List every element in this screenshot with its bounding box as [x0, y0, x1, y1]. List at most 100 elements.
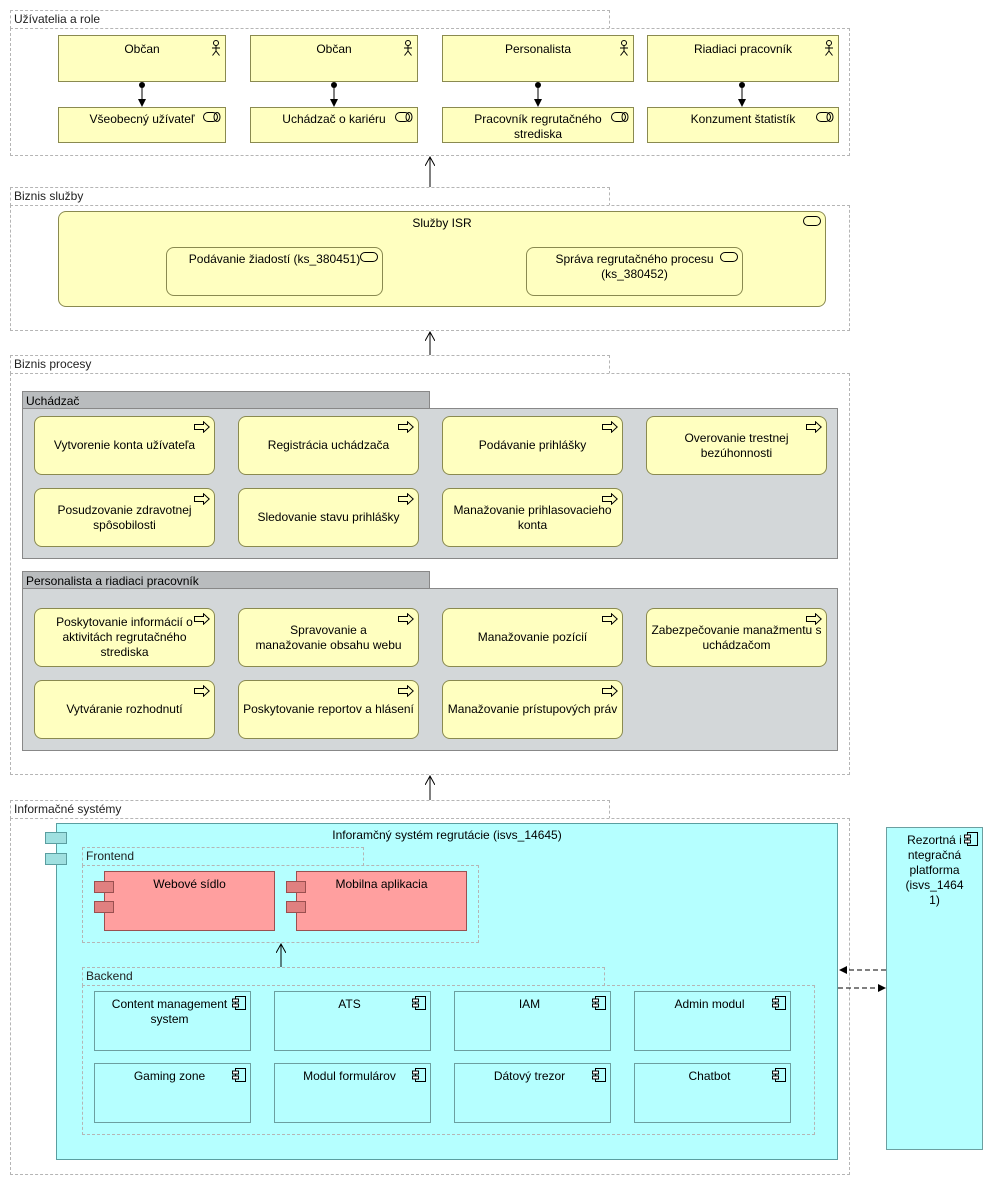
backend-component[interactable]: ATS: [274, 991, 431, 1051]
process-box[interactable]: Manažovanie pozícií: [442, 608, 623, 667]
process-label: Poskytovanie reportov a hlásení: [243, 702, 414, 716]
service-container-label: Služby ISR: [412, 216, 472, 230]
backend-component[interactable]: Admin modul: [634, 991, 791, 1051]
process-arrow-icon: [602, 493, 618, 505]
group-label-users: Užívatelia a role: [10, 10, 610, 29]
process-arrow-icon: [806, 421, 822, 433]
process-arrow-icon: [602, 685, 618, 697]
service-box[interactable]: Podávanie žiadostí (ks_380451): [166, 247, 383, 296]
backend-component[interactable]: Modul formulárov: [274, 1063, 431, 1123]
backend-component[interactable]: Gaming zone: [94, 1063, 251, 1123]
component-icon: [772, 996, 786, 1010]
component-icon: [592, 1068, 606, 1082]
role-box[interactable]: Konzument štatistík: [647, 107, 839, 143]
actor-icon: [620, 40, 628, 56]
process-box[interactable]: Overovanie trestnej bezúhonnosti: [646, 416, 827, 475]
process-box[interactable]: Sledovanie stavu prihlášky: [238, 488, 419, 547]
process-box[interactable]: Registrácia uchádzača: [238, 416, 419, 475]
process-label: Sledovanie stavu prihlášky: [257, 510, 400, 524]
process-box[interactable]: Posudzovanie zdravotnej spôsobilosti: [34, 488, 215, 547]
process-arrow-icon: [398, 613, 414, 625]
frontend-component[interactable]: Mobilna aplikacia: [296, 871, 467, 931]
component-icon: [232, 1068, 246, 1082]
process-box[interactable]: Vytváranie rozhodnutí: [34, 680, 215, 739]
backend-component[interactable]: Content management system: [94, 991, 251, 1051]
application-system-title: Inforamčný systém regrutácie (isvs_14645…: [332, 828, 562, 842]
process-box[interactable]: Spravovanie a manažovanie obsahu webu: [238, 608, 419, 667]
process-label: Registrácia uchádzača: [267, 438, 390, 452]
assignment-connector: [738, 82, 746, 107]
actor-label: Občan: [124, 42, 160, 56]
process-label: Overovanie trestnej bezúhonnosti: [684, 430, 789, 460]
component-icon: [964, 832, 978, 846]
process-arrow-icon: [398, 493, 414, 505]
service-icon: [803, 216, 821, 226]
process-label: Zabezpečovanie manažmentu s uchádzačom: [651, 622, 822, 652]
role-label: Pracovník regrutačného strediska: [474, 112, 602, 141]
backend-component-label: ATS: [338, 997, 361, 1011]
service-label: Podávanie žiadostí (ks_380451): [188, 252, 361, 266]
process-label: Vytvorenie konta užívateľa: [53, 438, 196, 452]
actor-icon: [212, 40, 220, 56]
process-box[interactable]: Podávanie prihlášky: [442, 416, 623, 475]
component-icon: [772, 1068, 786, 1082]
role-icon: [395, 112, 413, 122]
role-box[interactable]: Uchádzač o kariéru: [250, 107, 418, 143]
process-arrow-icon: [602, 421, 618, 433]
integration-platform[interactable]: Rezortná integračná platforma (isvs_1464…: [886, 827, 983, 1150]
assignment-connector: [534, 82, 542, 107]
process-box[interactable]: Poskytovanie reportov a hlásení: [238, 680, 419, 739]
lane-label-staff: Personalista a riadiaci pracovník: [22, 571, 430, 589]
group-label-systems: Informačné systémy: [10, 800, 610, 819]
group-label-processes: Biznis procesy: [10, 355, 610, 374]
backend-component[interactable]: IAM: [454, 991, 611, 1051]
group-label-services: Biznis služby: [10, 187, 610, 206]
process-box[interactable]: Vytvorenie konta užívateľa: [34, 416, 215, 475]
component-icon: [232, 996, 246, 1010]
frontend-component-label: Mobilna aplikacia: [335, 877, 428, 891]
process-arrow-icon: [398, 421, 414, 433]
actor-label: Občan: [316, 42, 352, 56]
process-label: Poskytovanie informácií o aktivitách reg…: [56, 615, 193, 659]
process-arrow-icon: [602, 613, 618, 625]
role-icon: [816, 112, 834, 122]
frontend-component[interactable]: Webové sídlo: [104, 871, 275, 931]
process-box[interactable]: Manažovanie prihlasovacieho konta: [442, 488, 623, 547]
component-icon: [412, 1068, 426, 1082]
actor-label: Personalista: [504, 42, 572, 56]
component-icon: [592, 996, 606, 1010]
backend-component-label: Admin modul: [674, 997, 745, 1011]
service-box[interactable]: Správa regrutačného procesu (ks_380452): [526, 247, 743, 296]
backend-component-label: Dátový trezor: [493, 1069, 566, 1083]
process-box[interactable]: Zabezpečovanie manažmentu s uchádzačom: [646, 608, 827, 667]
component-port-icon: [94, 901, 114, 913]
actor-box[interactable]: Personalista: [442, 35, 634, 82]
process-label: Manažovanie pozícií: [477, 630, 588, 644]
actor-icon: [825, 40, 833, 56]
backend-component[interactable]: Dátový trezor: [454, 1063, 611, 1123]
process-box[interactable]: Poskytovanie informácií o aktivitách reg…: [34, 608, 215, 667]
assignment-connector: [138, 82, 146, 107]
integration-platform-label: Rezortná integračná platforma (isvs_1464…: [905, 833, 964, 907]
role-box[interactable]: Pracovník regrutačného strediska: [442, 107, 634, 143]
role-box[interactable]: Všeobecný užívateľ: [58, 107, 226, 143]
backend-component[interactable]: Chatbot: [634, 1063, 791, 1123]
process-label: Manažovanie prihlasovacieho konta: [453, 502, 612, 532]
backend-component-label: IAM: [518, 997, 541, 1011]
process-arrow-icon: [806, 613, 822, 625]
role-icon: [611, 112, 629, 122]
process-arrow-icon: [194, 685, 210, 697]
actor-box[interactable]: Občan: [250, 35, 418, 82]
role-label: Všeobecný užívateľ: [89, 112, 195, 126]
role-label: Uchádzač o kariéru: [282, 112, 386, 126]
backend-component-label: Chatbot: [688, 1069, 731, 1083]
process-arrow-icon: [194, 613, 210, 625]
actor-box[interactable]: Riadiaci pracovník: [647, 35, 839, 82]
assignment-connector: [330, 82, 338, 107]
process-box[interactable]: Manažovanie prístupových práv: [442, 680, 623, 739]
group-label-frontend: Frontend: [82, 847, 364, 866]
process-arrow-icon: [194, 493, 210, 505]
backend-component-label: Content management system: [111, 997, 228, 1026]
actor-box[interactable]: Občan: [58, 35, 226, 82]
